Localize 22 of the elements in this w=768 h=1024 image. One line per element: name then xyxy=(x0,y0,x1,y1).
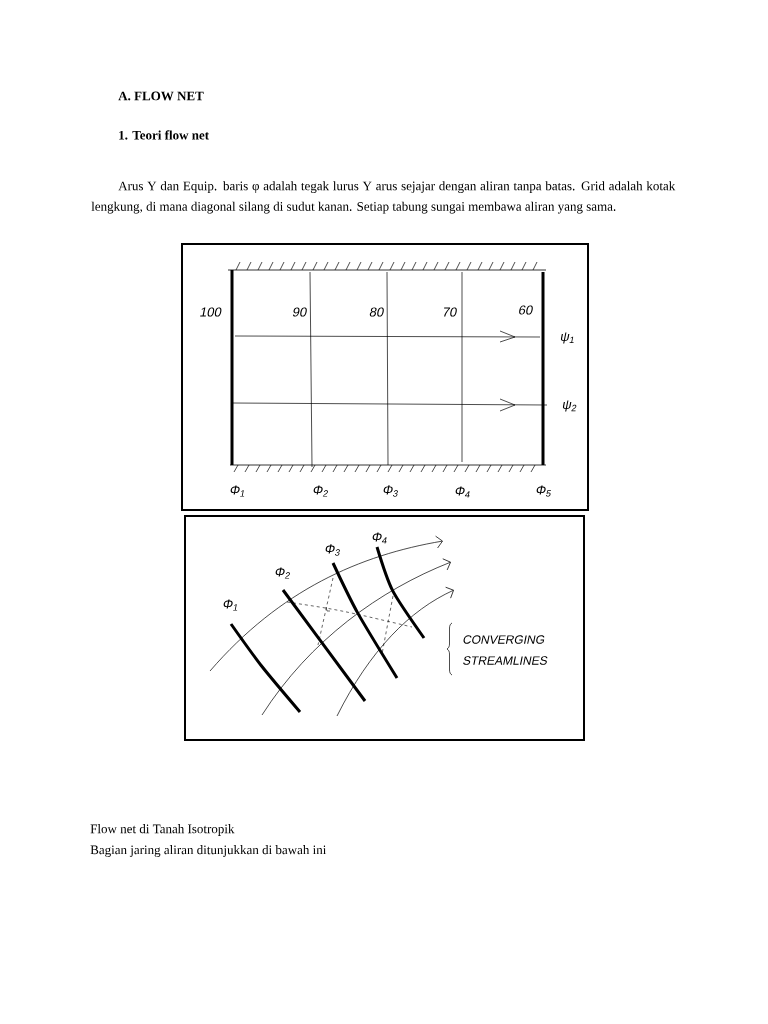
streamline-label: ψ$_{1}$ xyxy=(560,332,574,344)
callout-text: CONVERGING STREAMLINES xyxy=(463,635,548,665)
equipotential-label: Φ$_{4}$ xyxy=(455,486,470,498)
body-text: Bagian jaring aliran ditunjukkan di bawah ini xyxy=(90,845,327,857)
equipotential-label: Φ$_{1}$ xyxy=(223,599,238,611)
head-value: 100 xyxy=(200,307,222,317)
equipotential-label: Φ$_{2}$ xyxy=(313,485,328,497)
equipotential-label: Φ$_{1}$ xyxy=(230,485,245,497)
equipotential-label: Φ$_{4}$ xyxy=(372,532,387,544)
equipotential-label: Φ$_{2}$ xyxy=(275,567,290,579)
head-value: 80 xyxy=(369,307,384,317)
heading: A. FLOW NET xyxy=(118,91,204,101)
streamline-label: ψ$_{2}$ xyxy=(562,400,577,412)
paragraph: Arus Y dan Equip. baris φ adalah tegak lurus Y arus sejajar dengan aliran tanpa batas. Grid adalah kotak lengkung, di mana diagonal silang di sudut kanan. Setiap tabung sungai membawa aliran yang sama. xyxy=(91,181,676,214)
equipotential-label: Φ$_{3}$ xyxy=(383,485,398,497)
subheading: 1. Teori flow net xyxy=(119,130,209,140)
equipotential-label: Φ$_{3}$ xyxy=(325,544,340,556)
head-value: 90 xyxy=(292,307,307,317)
equipotential-label: Φ$_{5}$ xyxy=(536,485,551,497)
body-text: Flow net di Tanah Isotropik xyxy=(90,824,235,836)
head-value: 60 xyxy=(519,305,533,315)
head-value: 70 xyxy=(444,307,457,317)
